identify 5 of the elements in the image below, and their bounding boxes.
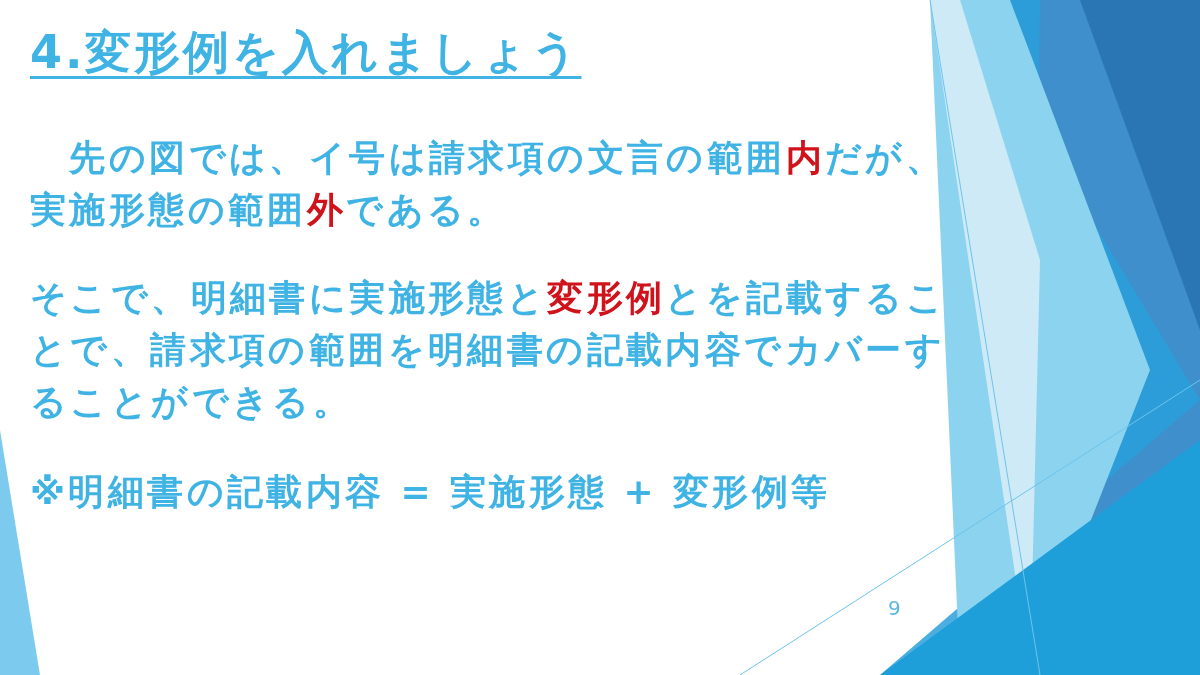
page-number: 9: [888, 596, 901, 620]
body-paragraph: 先の図では、イ号は請求項の文言の範囲内だが、実施形態の範囲外である。: [30, 136, 947, 232]
body-paragraph: そこで、明細書に実施形態と変形例とを記載することで、請求項の範囲を明細書の記載内容でカバーすることができる。: [30, 276, 948, 424]
note-text: ※明細書の記載内容 = 実施形態 + 変形例等: [30, 470, 832, 514]
slide-title: 4.変形例を入れましょう: [30, 24, 582, 81]
